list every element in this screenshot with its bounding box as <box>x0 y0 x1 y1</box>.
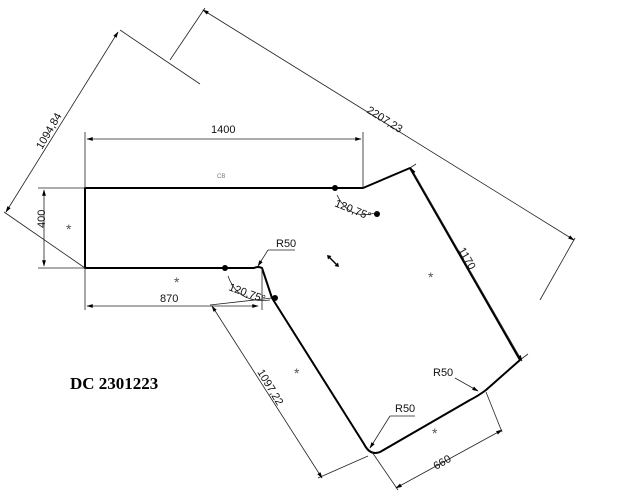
corner-dot-inner-left <box>222 265 228 271</box>
corner-dot-top-right <box>374 211 380 217</box>
dim-bottom-left: 870 <box>160 293 178 305</box>
dim-bottom-end: 660 <box>432 453 454 473</box>
small-label: CB <box>217 174 225 180</box>
edge-marker-end: * <box>432 425 438 441</box>
radius-inner: R50 <box>276 238 296 250</box>
corner-dot-inner-right <box>272 295 278 301</box>
radius-right: R50 <box>433 367 453 379</box>
countertop-outline <box>84 167 521 454</box>
dim-top-width: 1400 <box>211 124 235 136</box>
move-cursor-icon <box>327 255 339 267</box>
dim-right-diagonal: 1170 <box>455 246 477 272</box>
dim-inner-diagonal: 1097,22 <box>254 367 285 407</box>
edge-marker-inner: * <box>294 365 300 381</box>
dim-left-height: 400 <box>36 210 48 228</box>
radius-bottom: R50 <box>395 403 415 415</box>
corner-dot-top <box>332 185 338 191</box>
edge-marker-left: * <box>66 221 72 237</box>
dimension-lines <box>3 7 576 491</box>
edge-marker-bottom: * <box>174 274 180 290</box>
dim-left-diagonal: 1094,84 <box>34 111 64 151</box>
dim-overall-diagonal: 2207,23 <box>364 104 404 135</box>
edge-marker-right: * <box>428 269 434 285</box>
drawing-title: DC 2301223 <box>70 374 158 393</box>
angle-top: 120,75° <box>333 198 373 223</box>
